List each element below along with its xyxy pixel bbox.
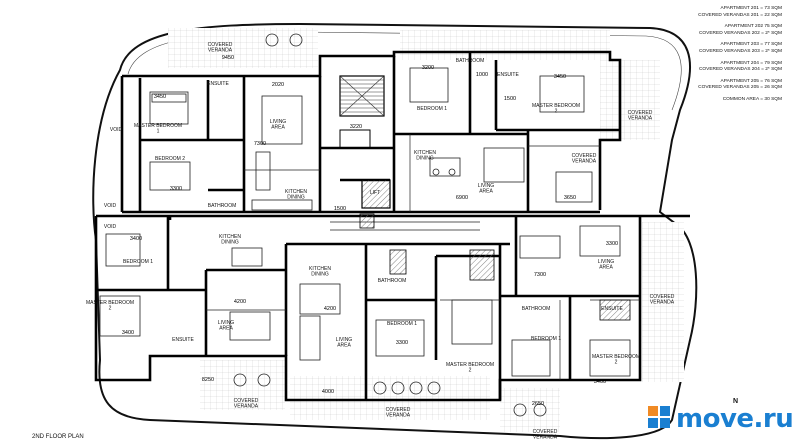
logo-wordmark: move.ru	[676, 404, 794, 434]
north-arrow-label: N	[733, 398, 739, 405]
interior-lines	[206, 134, 640, 380]
room-label-bathroom-205: BATHROOM	[522, 306, 551, 312]
dimension-label: 3300	[170, 186, 182, 192]
dimension-labels: 9450 3450 3300 7300 3220 3200 3450 6900 3650 1500…	[122, 55, 618, 407]
legend-line: APARTMENT 201 = 73 SQM	[720, 6, 782, 11]
legend-line: COVERED VERANDAS 201 = 22 SQM	[698, 12, 782, 18]
dimension-label: 1500	[334, 206, 346, 212]
legend-group: COMMON AREA = 30 SQM	[662, 97, 782, 104]
room-label-ensuite-205: ENSUITE	[601, 306, 623, 312]
room-label-bathroom-204: BATHROOM	[378, 278, 407, 284]
room-label-void-left-bottom: VOID	[104, 224, 117, 230]
veranda-bottom-left-tiles	[200, 360, 285, 410]
room-label-bedroom-1-203: BEDROOM 1	[123, 259, 153, 265]
dimension-label: 4200	[324, 306, 336, 312]
dimension-label: 6900	[456, 195, 468, 201]
dimension-label: 3220	[350, 124, 362, 130]
dimension-label: 3400	[122, 330, 134, 336]
dimension-label: 2020	[272, 82, 284, 88]
veranda-bottom-right-tiles	[500, 388, 560, 432]
logo-mark-icon	[648, 406, 670, 428]
room-label-bedroom-1-204: BEDROOM 1	[387, 321, 417, 327]
dimension-label: 1500	[504, 96, 516, 102]
room-label-ensuite-202: ENSUITE	[497, 72, 519, 78]
room-label-void-left-mid: VOID	[104, 203, 117, 209]
dimension-label: 4200	[234, 299, 246, 305]
room-label-ensuite-203: ENSUITE	[172, 337, 194, 343]
room-label-bedroom-1-205: BEDROOM 1	[531, 336, 561, 342]
legend-line: APARTMENT 204 = 79 SQM	[720, 60, 782, 66]
legend-line: COVERED VERANDAS 204 = 2* SQM	[698, 67, 782, 73]
legend-line: COVERED VERANDAS 203 = 2* SQM	[698, 48, 782, 54]
veranda-right-bottom-tiles	[642, 222, 684, 382]
room-label-bathroom-202: BATHROOM	[456, 58, 485, 64]
room-label-void-left-top: VOID	[110, 127, 123, 133]
dimension-label: 3300	[606, 241, 618, 247]
legend-line: APARTMENT 202 75 SQM	[724, 24, 782, 30]
dimension-label: 9450	[222, 55, 234, 61]
dimension-label: 3450	[154, 94, 166, 100]
room-label-ensuite-top-left: ENSUITE	[207, 81, 229, 87]
veranda-bottom-mid-tiles	[290, 376, 490, 420]
room-label-bedroom-2-top: BEDROOM 2	[155, 156, 185, 162]
dimension-label: 3650	[564, 195, 576, 201]
floor-title: 2ND FLOOR PLAN	[32, 434, 84, 440]
legend-line: APARTMENT 205 = 76 SQM	[720, 78, 782, 84]
dimension-label: 8250	[202, 377, 214, 383]
dimension-label: 3300	[396, 340, 408, 346]
dimension-label: 3400	[594, 379, 606, 385]
legend-line: COVERED VERANDAS 205 = 26 SQM	[698, 85, 782, 91]
dimension-label: 3450	[554, 74, 566, 80]
stair-core	[339, 75, 391, 209]
room-label-lift: LIFT	[370, 190, 380, 196]
dimension-label: 2650	[532, 401, 544, 407]
legend-line: APARTMENT 203 = 77 SQM	[720, 42, 782, 48]
dimension-label: 4000	[322, 389, 334, 395]
room-label-bedroom-1-202: BEDROOM 1	[417, 106, 447, 112]
shafts	[359, 213, 631, 321]
room-label-bathroom-201: BATHROOM	[208, 203, 237, 209]
dimension-label: 3400	[130, 236, 142, 242]
legend-line: COMMON AREA = 30 SQM	[722, 96, 782, 102]
dimension-label: 7300	[254, 141, 266, 147]
legend-line: COVERED VERANDAS 202 = 2* SQM	[698, 30, 782, 36]
veranda-top-right-tiles	[400, 30, 610, 60]
furniture	[99, 33, 631, 417]
veranda-right-tiles	[600, 60, 660, 140]
dimension-label: 1000	[476, 72, 488, 78]
walls	[94, 50, 690, 402]
watermark-logo: move.ru	[648, 396, 796, 436]
dimension-label: 7300	[534, 272, 546, 278]
dimension-label: 3200	[422, 65, 434, 71]
